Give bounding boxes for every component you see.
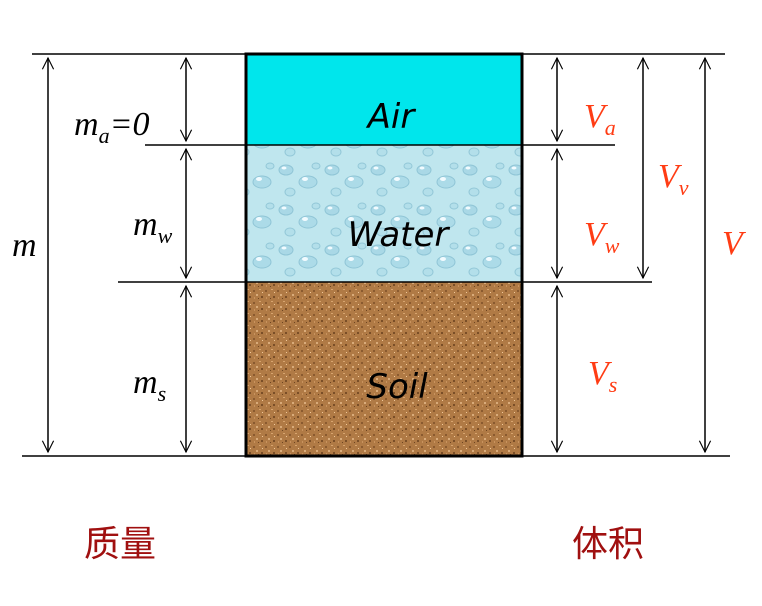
total-mass-label: m <box>12 227 37 264</box>
soil-volume-label: Vs <box>588 355 617 397</box>
water-volume-label: Vw <box>584 216 620 258</box>
void-volume-label: Vv <box>658 158 689 200</box>
water-mass-label: mw <box>133 206 173 248</box>
air-phase-block <box>246 54 522 145</box>
air-volume-label: Va <box>584 98 616 140</box>
air-mass-label: ma=0 <box>74 106 150 148</box>
soil-phase-label: Soil <box>366 367 428 407</box>
volume-caption: 体积 <box>572 524 644 565</box>
soil-phase-block <box>246 282 522 456</box>
water-phase-block <box>246 145 522 282</box>
air-phase-label: Air <box>366 97 417 137</box>
mass-caption: 质量 <box>84 524 156 565</box>
water-phase-label: Water <box>348 215 451 255</box>
total-volume-label: V <box>722 225 747 262</box>
soil-mass-label: ms <box>133 364 166 406</box>
